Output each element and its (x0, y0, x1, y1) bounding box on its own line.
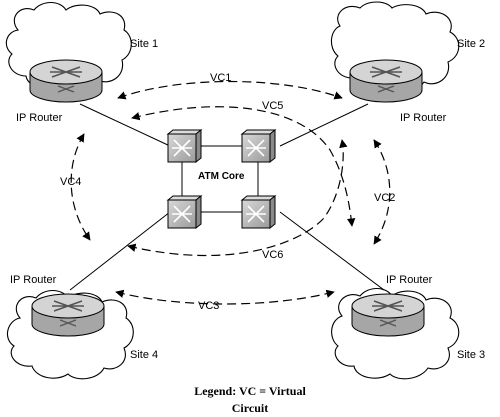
link-site3-core (279, 211, 385, 291)
router-site1 (29, 59, 103, 103)
physical-links (69, 103, 385, 291)
link-site4-core (69, 211, 171, 291)
vc6-path (127, 139, 348, 257)
site-1-label: Site 1 (130, 38, 158, 50)
vc5-label: VC5 (262, 100, 283, 112)
atm-switch-top-left (166, 128, 203, 164)
legend-line-2: Circuit (232, 401, 268, 415)
vc1-label: VC1 (210, 72, 231, 84)
site-3-label: Site 3 (457, 349, 485, 361)
atm-core-label: ATM Core (198, 171, 245, 182)
link-site2-core (279, 103, 369, 147)
vc6-label: VC6 (262, 249, 283, 261)
atm-switch-top-right (240, 128, 277, 164)
router-site2-label: IP Router (400, 112, 447, 124)
vc1-path (117, 80, 343, 100)
vc4-label: VC4 (60, 176, 81, 188)
router-site4-label: IP Router (10, 274, 57, 286)
vc4-path (70, 133, 91, 241)
legend-line-1: Legend: VC = Virtual (194, 384, 306, 398)
router-site1-label: IP Router (16, 112, 63, 124)
vc3-label: VC3 (198, 300, 219, 312)
site-4-label: Site 4 (130, 349, 158, 361)
vc3-path (115, 289, 335, 305)
router-site2 (349, 59, 423, 103)
link-site1-core (79, 103, 171, 147)
vc2-label: VC2 (374, 192, 395, 204)
router-site3-label: IP Router (386, 274, 433, 286)
router-site4 (31, 293, 105, 337)
atm-switch-bottom-left (166, 194, 203, 230)
vc5-path (131, 106, 356, 227)
router-site3 (351, 293, 425, 337)
site-2-label: Site 2 (457, 38, 485, 50)
atm-switch-bottom-right (240, 194, 277, 230)
virtual-circuits (70, 80, 391, 305)
